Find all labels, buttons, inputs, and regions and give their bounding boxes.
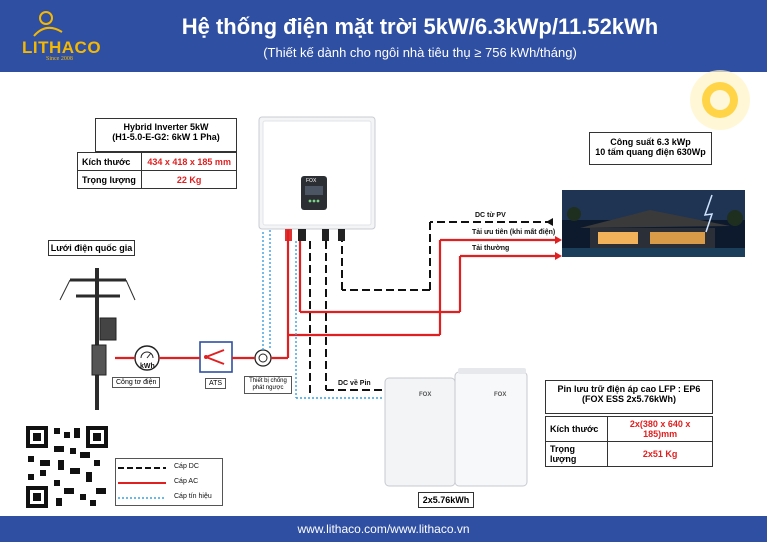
battery-weight-label: Trọng lượng <box>544 441 609 467</box>
battery-brand-2: FOX <box>494 392 507 398</box>
battery-units <box>384 368 528 487</box>
header-bar: LITHACO Since 2008 Hệ thống điện mặt trờ… <box>0 0 767 72</box>
battery-title: Pin lưu trữ điện áp cao LFP : EP6 <box>557 384 701 394</box>
battery-info-box: Pin lưu trữ điện áp cao LFP : EP6 (FOX E… <box>545 380 713 414</box>
inverter-spec-table: Kích thước 434 x 418 x 185 mm Trọng lượn… <box>76 152 237 189</box>
page-subtitle: (Thiết kế dành cho ngôi nhà tiêu thụ ≥ 7… <box>263 45 577 60</box>
battery-size-value: 2x(380 x 640 x 185)mm <box>607 416 713 442</box>
sun-icon <box>690 70 750 130</box>
battery-weight-value: 2x51 Kg <box>607 441 713 467</box>
inverter-weight-label: Trọng lượng <box>76 170 143 189</box>
house-image <box>562 190 745 257</box>
table-row: Trọng lượng 2x51 Kg <box>544 441 713 467</box>
inverter-title: Hybrid Inverter 5kW <box>123 122 209 132</box>
lithaco-logo: LITHACO Since 2008 <box>10 8 105 64</box>
inverter-info-box: Hybrid Inverter 5kW (H1-5.0-E-G2: 6kW 1 … <box>95 118 237 152</box>
meter-label: Công tơ điện <box>112 377 161 388</box>
table-row: Trọng lượng 22 Kg <box>76 170 237 189</box>
priority-load-label: Tải ưu tiên (khi mất điện) <box>472 229 556 236</box>
hybrid-inverter <box>258 116 376 241</box>
battery-spec-table: Kích thước 2x(380 x 640 x 185)mm Trọng l… <box>544 416 713 467</box>
table-row: Kích thước 434 x 418 x 185 mm <box>76 152 237 171</box>
pv-panels: 10 tấm quang điện 630Wp <box>595 147 706 157</box>
battery-size-label: Kích thước <box>544 416 609 442</box>
inverter-brand: FOX <box>306 178 317 184</box>
meter-unit: kWh <box>140 363 155 370</box>
legend-ac: Cáp AC <box>174 478 199 485</box>
battery-capacity: 2x5.76kWh <box>422 495 470 505</box>
pv-info-box: Công suất 6.3 kWp 10 tấm quang điện 630W… <box>589 132 712 165</box>
battery-brand-1: FOX <box>419 392 432 398</box>
ats-label: ATS <box>205 378 227 389</box>
dc-to-battery-label: DC về Pin <box>338 380 371 387</box>
pv-power: Công suất 6.3 kWp <box>610 137 691 147</box>
qr-code-icon <box>24 424 110 510</box>
dc-cables <box>309 221 553 395</box>
table-row: Kích thước 2x(380 x 640 x 185)mm <box>544 416 713 442</box>
page-title: Hệ thống điện mặt trời 5kW/6.3kWp/11.52k… <box>181 14 659 39</box>
logo-mark-icon <box>33 11 63 37</box>
inverter-model: (H1-5.0-E-G2: 6kW 1 Pha) <box>112 132 220 142</box>
utility-pole-icon <box>59 268 136 410</box>
dc-from-pv-label: DC từ PV <box>475 212 506 219</box>
anti-backflow-label: Thiết bị chống phát ngược <box>244 376 292 394</box>
cable-legend: Cáp DC Cáp AC Cáp tín hiệu <box>115 458 223 506</box>
legend-dc: Cáp DC <box>174 463 199 470</box>
legend-signal: Cáp tín hiệu <box>174 493 212 500</box>
logo-since: Since 2008 <box>46 56 73 62</box>
footer-bar: www.lithaco.com/www.lithaco.vn <box>0 516 767 542</box>
legend-lines <box>118 467 166 499</box>
battery-capacity-box: 2x5.76kWh <box>418 492 474 508</box>
inverter-weight-value: 22 Kg <box>141 170 237 189</box>
inverter-size-label: Kích thước <box>76 152 143 171</box>
anti-backflow-sensor-icon <box>254 349 272 367</box>
ats-switch-icon <box>199 341 233 373</box>
signal-cables <box>262 230 384 399</box>
battery-model: (FOX ESS 2x5.76kWh) <box>581 394 677 404</box>
grid-label-box: Lưới điện quốc gia <box>48 240 135 256</box>
footer-url[interactable]: www.lithaco.com/www.lithaco.vn <box>297 522 470 536</box>
normal-load-label: Tải thường <box>472 245 510 252</box>
ac-cables <box>115 230 555 360</box>
grid-label: Lưới điện quốc gia <box>50 243 133 253</box>
logo-text: LITHACO <box>22 38 102 57</box>
inverter-size-value: 434 x 418 x 185 mm <box>141 152 237 171</box>
